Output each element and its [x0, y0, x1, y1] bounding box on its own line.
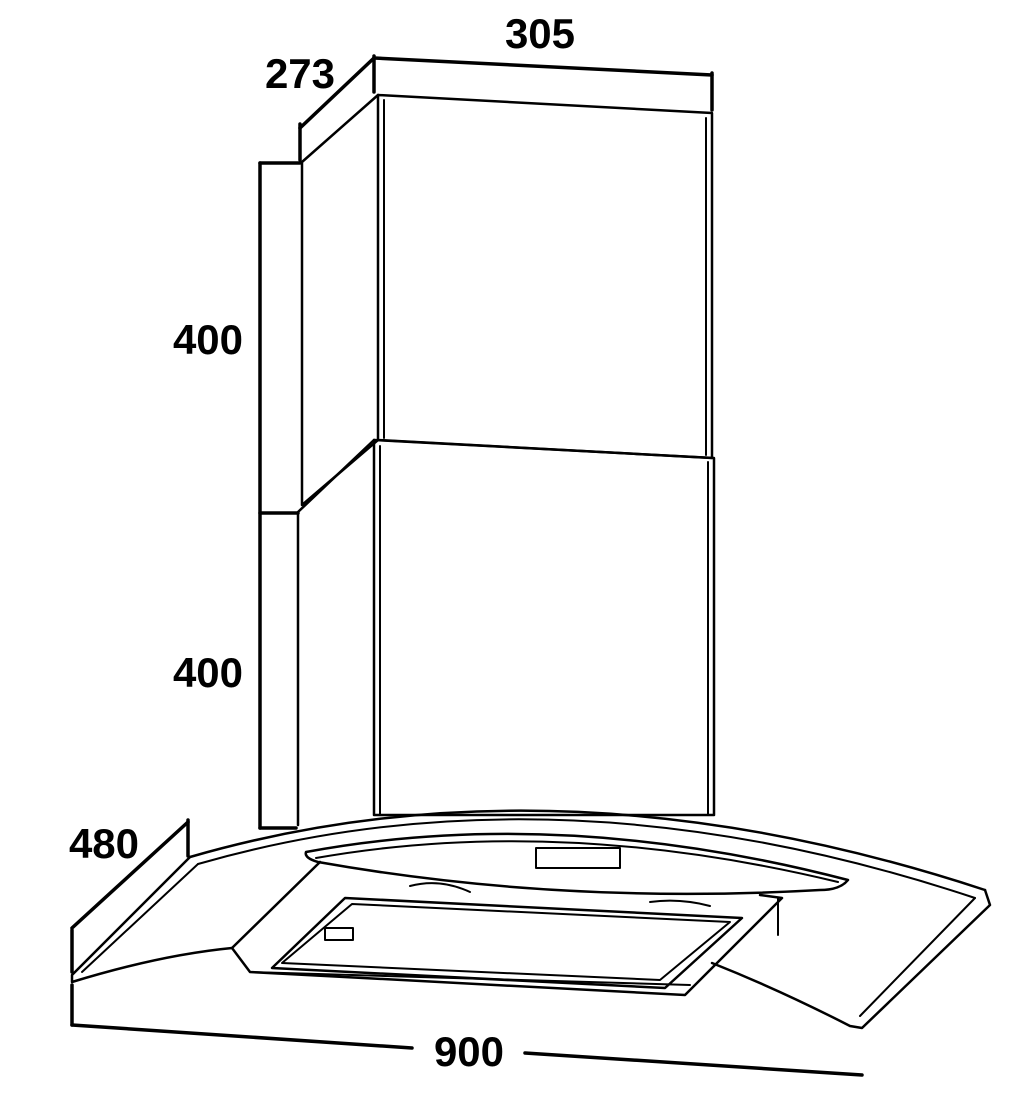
- label-chimney-depth: 273: [265, 50, 335, 97]
- display-panel: [535, 847, 621, 869]
- label-upper-height: 400: [173, 316, 243, 363]
- control-plate: [304, 832, 850, 896]
- label-canopy-depth: 480: [69, 820, 139, 867]
- label-lower-height: 400: [173, 649, 243, 696]
- lower-section-front: [372, 438, 716, 817]
- filter-latch: [324, 927, 354, 941]
- light-left: [409, 882, 471, 893]
- dimension-lines: [70, 54, 864, 1077]
- canopy: [70, 809, 992, 1030]
- glass-right-wing: [710, 888, 992, 1030]
- dimension-labels: 305 273 400 400 480 900: [69, 10, 575, 1075]
- light-right: [649, 899, 711, 907]
- label-chimney-width: 305: [505, 10, 575, 57]
- glass-top-edge: [188, 809, 987, 892]
- upper-section-front: [376, 93, 714, 460]
- chimney: [296, 93, 716, 827]
- upper-section-side: [300, 93, 380, 507]
- glass-left-wing: [70, 855, 234, 984]
- grease-filter: [270, 896, 744, 990]
- label-canopy-width: 900: [434, 1028, 504, 1075]
